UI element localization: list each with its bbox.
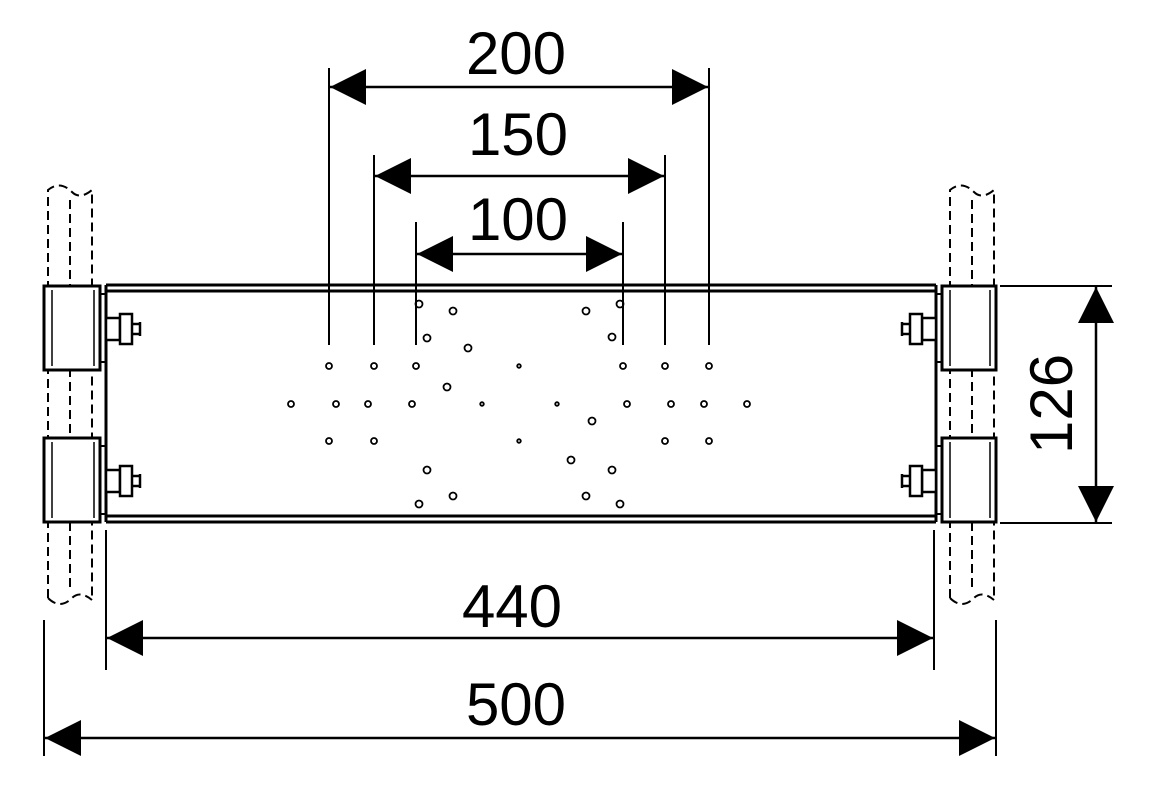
dim-label-100: 100 [468,186,568,253]
right-bracket-top [936,284,998,372]
bolt-top-left [104,312,142,346]
left-upright-dashed [47,184,93,605]
bolt-bottom-left [104,464,142,498]
dim-label-200: 200 [466,20,566,87]
hole-pattern [287,299,751,509]
left-bracket-top [42,284,106,372]
dim-label-150: 150 [468,101,568,168]
dimension-lines [45,69,1114,756]
right-bracket-bottom [936,436,998,524]
right-upright-dashed [949,184,995,605]
extension-lines [43,68,1112,756]
left-bracket-bottom [42,436,106,524]
dim-label-500: 500 [466,671,566,738]
bolt-top-right [900,312,938,346]
mounting-plate [104,283,938,524]
dim-label-440: 440 [462,573,562,640]
dim-label-126: 126 [1018,354,1085,454]
bolt-bottom-right [900,464,938,498]
